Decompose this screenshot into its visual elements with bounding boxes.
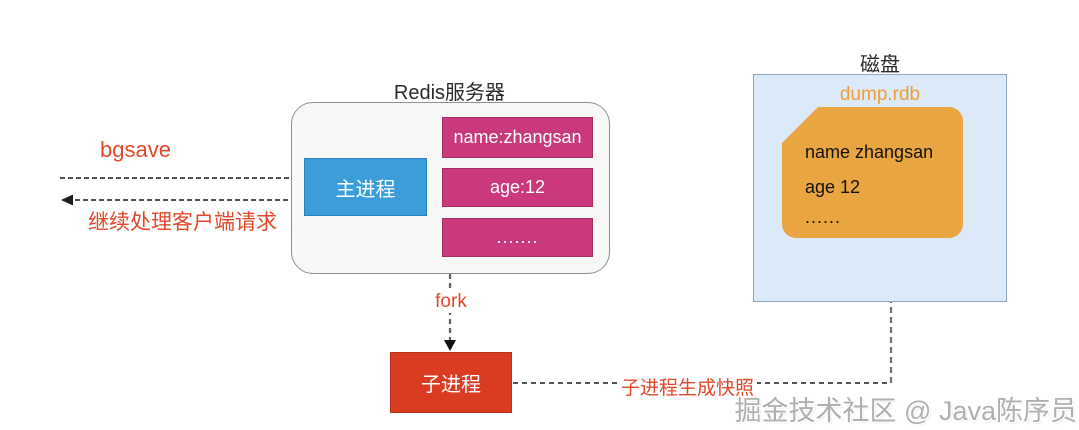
kv-entry-age: age:12 (442, 168, 593, 207)
rdb-file-line-ellipsis: ...... (805, 207, 842, 227)
kv-entry-ellipsis-label: ....... (496, 227, 539, 247)
main-process-label: 主进程 (335, 178, 396, 201)
watermark-text: 掘金技术社区 @ Java陈序员 (734, 396, 1077, 426)
kv-entry-age-label: age:12 (489, 177, 546, 197)
bgsave-arrow (60, 172, 305, 184)
kv-entry-name: name:zhangsan (442, 117, 593, 158)
fork-label: fork (432, 291, 470, 313)
rdb-file-line-age: age 12 (805, 177, 861, 197)
rdb-file-shape: name zhangsan age 12 ...... (782, 107, 963, 238)
return-arrow (61, 194, 304, 206)
bgsave-command-label: bgsave (100, 137, 171, 162)
continue-handling-requests-label: 继续处理客户端请求 (88, 211, 277, 234)
fork-arrow (444, 274, 456, 351)
disk-title: 磁盘 (860, 54, 900, 76)
redis-server-title: Redis服务器 (393, 82, 506, 104)
kv-entry-ellipsis: ....... (442, 218, 593, 257)
child-process-label: 子进程 (421, 374, 481, 396)
rdb-file-line-name: name zhangsan (805, 142, 934, 162)
child-process-box: 子进程 (390, 352, 512, 413)
dump-rdb-filename-label: dump.rdb (839, 84, 921, 105)
snapshot-generation-label: 子进程生成快照 (618, 373, 758, 400)
main-process-box: 主进程 (304, 158, 427, 216)
kv-entry-name-label: name:zhangsan (453, 127, 582, 147)
